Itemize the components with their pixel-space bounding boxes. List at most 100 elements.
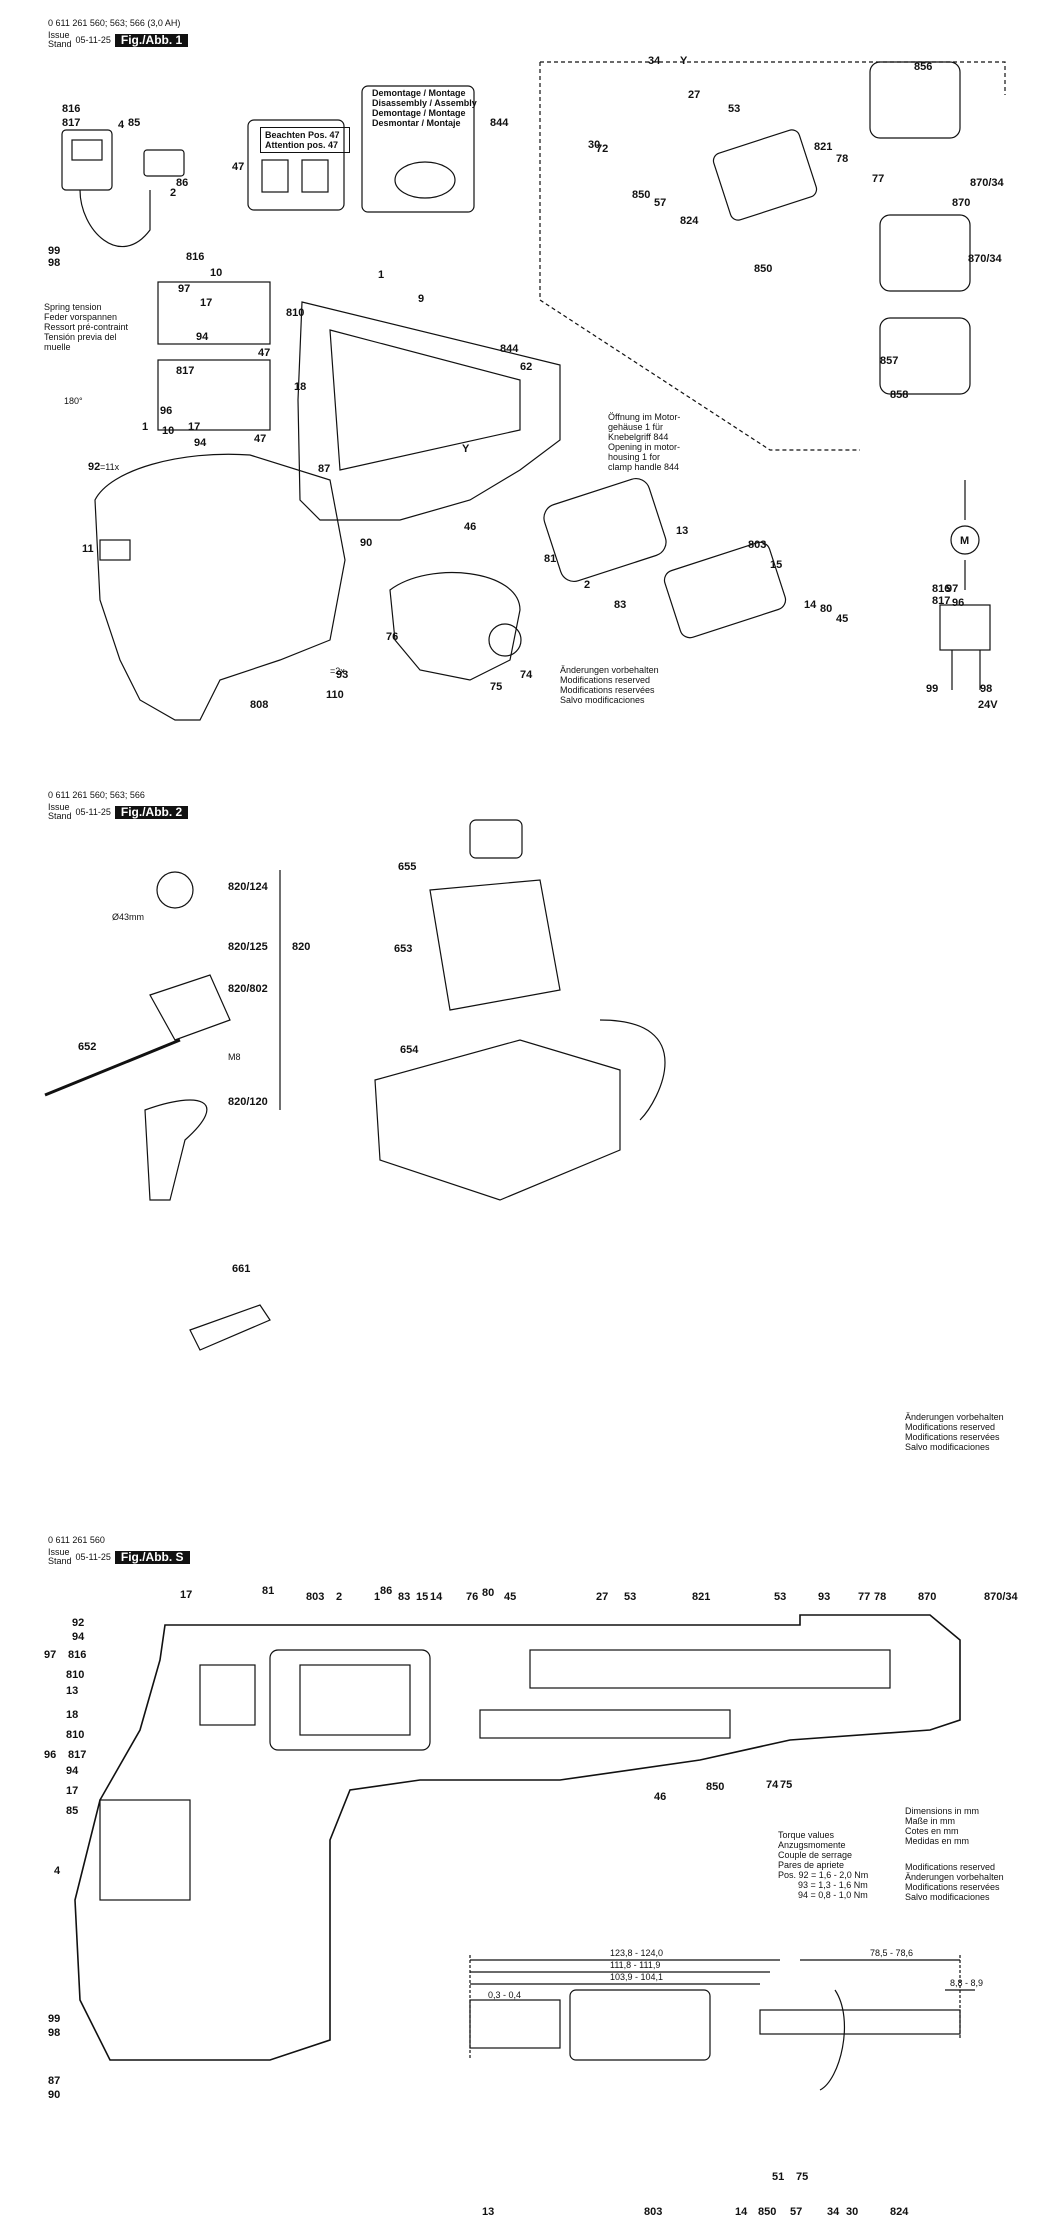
label-plate: [99, 539, 131, 561]
section-armature: [299, 1664, 411, 1736]
switch-detail: [71, 139, 103, 161]
dimension-lines: [470, 1959, 975, 1991]
part-label: 808: [250, 699, 268, 711]
part-label: 57: [790, 2206, 802, 2218]
part-label: 53: [728, 103, 740, 115]
part-label: 76: [466, 1591, 478, 1603]
dimension-value: 8,8 - 8,9: [950, 1978, 983, 1988]
part-label: 77: [872, 173, 884, 185]
part-label: 820/120: [228, 1096, 268, 1108]
depth-ring: [156, 871, 194, 909]
part-label: 816: [62, 103, 80, 115]
part-label: 78: [874, 1591, 886, 1603]
part-label: 30: [588, 139, 600, 151]
note-line: Modifications reserved: [560, 675, 651, 685]
note-line: Salvo modificaciones: [905, 1892, 990, 1902]
part-label: 10: [162, 425, 174, 437]
part-label: 76: [386, 631, 398, 643]
part-label: 870/34: [968, 253, 1003, 265]
issue-stand: Issue Stand: [48, 802, 72, 821]
part-label: 10: [210, 267, 222, 279]
part-label: 824: [890, 2206, 909, 2218]
part-label: 850: [758, 2206, 776, 2218]
part-label: 821: [814, 141, 832, 153]
beachten-box: [247, 119, 345, 211]
part-label: 1: [142, 421, 148, 433]
part-label: 53: [624, 1591, 636, 1603]
part-label: 14: [430, 1591, 443, 1603]
part-label: 75: [490, 681, 502, 693]
part-label: 99: [48, 245, 60, 257]
part-label: 45: [836, 613, 848, 625]
part-label: 90: [360, 537, 372, 549]
issue-stand: Issue Stand: [48, 1547, 72, 1566]
part-label: 870/34: [984, 1591, 1019, 1603]
part-label: 87: [48, 2075, 60, 2087]
part-label: 51: [772, 2171, 784, 2183]
part-label: 870: [918, 1591, 936, 1603]
note-line: 93 = 1,3 - 1,6 Nm: [798, 1880, 868, 1890]
part-label: 2: [170, 187, 176, 199]
note-line: Änderungen vorbehalten: [905, 1872, 1004, 1882]
motor-symbol: [950, 525, 980, 555]
beachten-note: Beachten Pos. 47 Attention pos. 47: [260, 127, 350, 153]
part-label: 78: [836, 153, 848, 165]
part-label: 27: [596, 1591, 608, 1603]
header-fig2: 0 611 261 560; 563; 566 Issue Stand 05-1…: [48, 790, 189, 821]
demontage-box: [361, 85, 475, 213]
note-line: housing 1 for: [608, 452, 661, 462]
part-label: 74: [766, 1779, 779, 1791]
dim-armature: [569, 1989, 711, 2061]
note-line: Öffnung im Motor-: [608, 412, 681, 422]
part-label: 655: [398, 861, 416, 873]
note-line: Beachten Pos. 47: [265, 130, 340, 140]
assembly-frame: [539, 61, 1006, 451]
section-intermediate-shaft: [479, 1709, 731, 1739]
date: 05-11-25: [75, 806, 111, 817]
note-line: Knebelgriff 844: [608, 432, 669, 442]
tool-housing: [94, 453, 346, 721]
part-label: 810: [66, 1729, 84, 1741]
part-label: 870: [952, 197, 970, 209]
part-label: 99: [48, 2013, 60, 2025]
part-label: 83: [614, 599, 626, 611]
part-label: 816: [68, 1649, 86, 1661]
part-label: 11: [82, 543, 94, 555]
part-label: 17: [200, 297, 212, 309]
part-label: 98: [48, 2027, 60, 2039]
part-label: 45: [504, 1591, 516, 1603]
part-label: 820/125: [228, 941, 268, 953]
note-line: muelle: [44, 342, 71, 352]
note-line: Modifications reservées: [560, 685, 655, 695]
part-label: 810: [286, 307, 304, 319]
part-label: 14: [735, 2206, 748, 2218]
note-line: Disassembly / Assembly: [372, 98, 477, 108]
part-label: 86: [176, 177, 188, 189]
note-line: Modifications reserved: [905, 1862, 996, 1872]
note-line: Attention pos. 47: [265, 140, 339, 150]
part-label: 653: [394, 943, 412, 955]
part-number: 0 611 261 560; 563; 566 (3,0 AH): [48, 18, 181, 28]
opening-note: Öffnung im Motor- gehäuse 1 für Knebelgr…: [608, 412, 680, 472]
part-label: 17: [66, 1785, 78, 1797]
part-label: 858: [890, 389, 908, 401]
part-number: 0 611 261 560; 563; 566: [48, 790, 145, 800]
part-label: 844: [500, 343, 519, 355]
note-line: Pares de apriete: [778, 1860, 845, 1870]
gasket: [389, 572, 521, 681]
part-label: Y: [680, 55, 688, 67]
chuck-857: [879, 317, 971, 395]
part-label: 47: [258, 347, 270, 359]
gear-assembly: [712, 129, 818, 221]
note-line: gehäuse 1 für: [608, 422, 664, 432]
part-label: 98: [980, 683, 992, 695]
part-label: 86: [380, 1585, 392, 1597]
note-line: Modifications reservées: [905, 1882, 1000, 1892]
part-label: 870/34: [970, 177, 1005, 189]
part-label: 96: [952, 597, 964, 609]
part-label: 93: [818, 1591, 830, 1603]
part-label: 817: [68, 1749, 86, 1761]
brush-holder-box: [157, 281, 271, 345]
section-commutator: [199, 1664, 256, 1726]
